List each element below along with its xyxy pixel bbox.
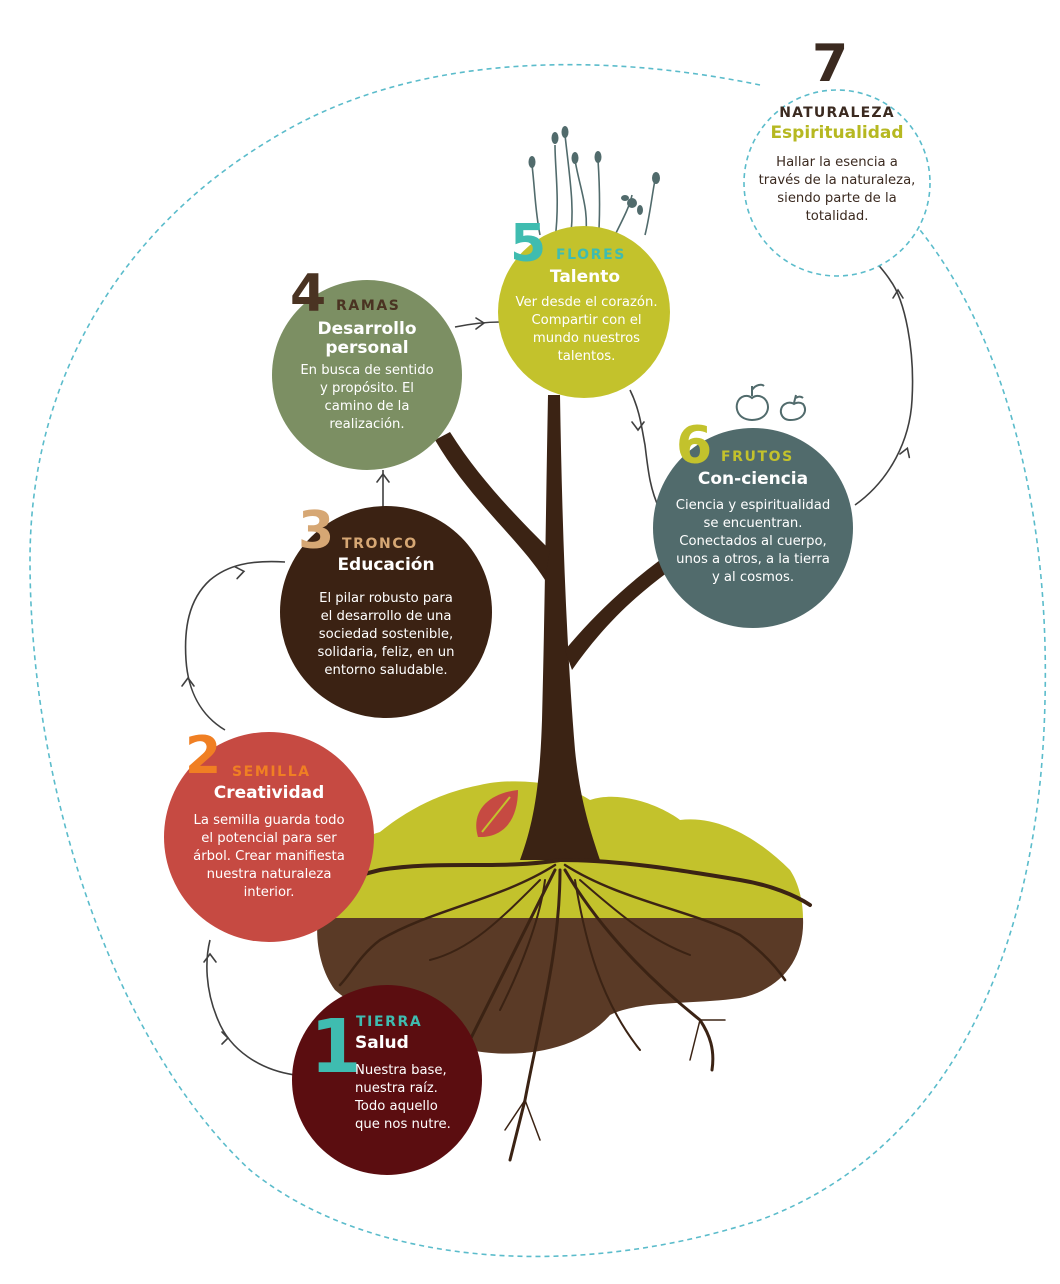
arrow-1-to-2: [206, 939, 296, 1076]
arrow-5-to-6: [629, 389, 661, 511]
stage-4-subtitle: Desarrollo personal: [317, 319, 417, 358]
stage-1-subtitle: Salud: [355, 1033, 409, 1053]
stage-3-subtitle: Educación: [337, 555, 435, 575]
stage-7-number: 7: [812, 34, 849, 94]
stage-2-number: 2: [185, 726, 222, 786]
stage-7-description: Hallar la esencia a través de la natural…: [758, 155, 916, 224]
stage-circle-3: [280, 506, 492, 718]
stage-1-description: Nuestra base, nuestra raíz. Todo aquello…: [355, 1063, 451, 1132]
stage-6-number: 6: [676, 416, 713, 476]
stage-3-number: 3: [298, 501, 335, 561]
stage-7-category: NATURALEZA: [779, 105, 895, 121]
stage-circle-7: [743, 89, 931, 277]
stage-circle-1: [292, 985, 482, 1175]
arrow-6-to-7: [854, 257, 914, 506]
stage-2-category: SEMILLA: [232, 764, 311, 780]
fruits-icon: [735, 383, 807, 422]
arrow-4-to-5: [454, 321, 501, 328]
arrow-heads: [181, 288, 911, 1045]
stage-circle-6: [653, 428, 853, 628]
stage-circle-4: [272, 280, 462, 470]
stage-2-subtitle: Creatividad: [213, 783, 325, 803]
stage-5-description: Ver desde el corazón. Compartir con el m…: [515, 295, 658, 364]
tree-trunk: [435, 395, 668, 860]
arrow-2-to-3: [184, 560, 286, 731]
dashed-outline: [29, 63, 1047, 1258]
stage-2-description: La semilla guarda todo el potencial para…: [193, 813, 345, 900]
sprout-buds: [528, 126, 660, 215]
stage-circle-2: [164, 732, 374, 942]
stage-5-number: 5: [510, 214, 547, 274]
stage-5-subtitle: Talento: [549, 267, 621, 287]
stage-4-number: 4: [290, 264, 327, 324]
stage-3-category: TRONCO: [342, 536, 418, 552]
stage-7-subtitle: Espiritualidad: [770, 123, 904, 143]
connector-arrows: [184, 257, 914, 1076]
stage-1-category: TIERRA: [356, 1014, 423, 1030]
stage-circle-5: [498, 226, 670, 398]
stage-4-description: En busca de sentido y propósito. El cami…: [300, 363, 434, 432]
stage-6-category: FRUTOS: [721, 449, 794, 465]
leaf-vein: [481, 796, 511, 833]
stage-4-category: RAMAS: [336, 298, 401, 314]
stage-6-description: Ciencia y espiritualidad se encuentran. …: [675, 498, 831, 585]
stage-5-category: FLORES: [556, 247, 626, 263]
stage-3-description: El pilar robusto para el desarrollo de u…: [317, 591, 455, 678]
stage-1-number: 1: [310, 1004, 362, 1090]
stage-6-subtitle: Con-ciencia: [697, 469, 809, 489]
